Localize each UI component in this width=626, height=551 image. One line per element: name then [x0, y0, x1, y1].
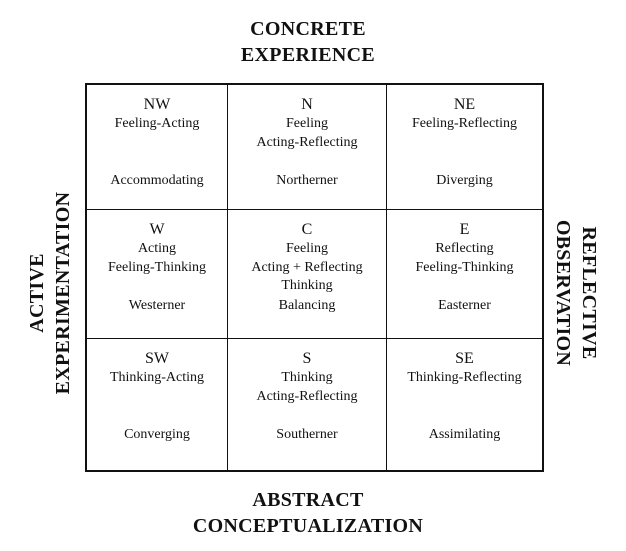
cell-description-line: Thinking	[281, 278, 333, 293]
cell-style-label: Westerner	[128, 298, 186, 313]
cell-code: S	[302, 350, 312, 367]
cell-description-line: Feeling-Thinking	[415, 259, 514, 275]
cell-style-label: Diverging	[436, 173, 493, 188]
axis-label-active-experimentation: ACTIVE EXPERIMENTATION	[24, 143, 76, 443]
cell-description-line: Acting + Reflecting	[251, 259, 363, 275]
cell-description-line: Feeling-Thinking	[108, 259, 206, 275]
axis-label-reflective-observation: REFLECTIVE OBSERVATION	[550, 143, 602, 443]
cell-style-label: Assimilating	[428, 427, 501, 442]
axis-label-line: EXPERIENCE	[240, 44, 376, 66]
axis-label-line: ACTIVE	[26, 253, 48, 333]
cell-description-line: Thinking-Acting	[109, 370, 205, 385]
axis-label-line: EXPERIMENTATION	[52, 191, 74, 395]
cell-description-line: Thinking	[281, 370, 333, 385]
axis-label-line: CONCRETE	[250, 18, 366, 40]
cell-code: NW	[143, 96, 171, 113]
axis-label-concrete-experience: CONCRETE EXPERIENCE	[158, 16, 458, 68]
cell-description-line: Feeling	[286, 241, 328, 256]
cell-description-line: Acting	[137, 241, 177, 256]
axis-label-line: OBSERVATION	[552, 219, 574, 367]
cell-style-label: Northerner	[276, 173, 338, 188]
cell-style-label: Accommodating	[110, 173, 204, 188]
cell-style-label: Converging	[124, 427, 190, 442]
cell-code: E	[459, 221, 470, 238]
cell-description-line: Acting-Reflecting	[256, 388, 358, 404]
axis-label-line: REFLECTIVE	[578, 226, 600, 360]
cell-description-line: Thinking-Reflecting	[407, 370, 522, 385]
cell-description-line: Acting-Reflecting	[256, 134, 358, 150]
cell-style-label: Easterner	[438, 298, 491, 313]
cell-style-label: Southerner	[276, 427, 338, 442]
cell-description-line: Reflecting	[435, 241, 494, 256]
cell-style-label: Balancing	[278, 298, 336, 313]
cell-code: C	[301, 221, 313, 238]
axis-label-abstract-conceptualization: ABSTRACT CONCEPTUALIZATION	[108, 487, 508, 539]
cell-code: W	[149, 221, 165, 238]
axis-label-line: CONCEPTUALIZATION	[192, 515, 424, 537]
cell-description-line: Feeling	[286, 116, 328, 131]
cell-description-line: Feeling-Reflecting	[412, 116, 517, 131]
axis-label-line: ABSTRACT	[252, 489, 364, 511]
cell-code: NE	[453, 96, 476, 113]
cell-code: N	[301, 96, 313, 113]
cell-code: SE	[455, 350, 474, 367]
cell-description-line: Feeling-Acting	[114, 116, 200, 131]
cell-code: SW	[145, 350, 169, 367]
